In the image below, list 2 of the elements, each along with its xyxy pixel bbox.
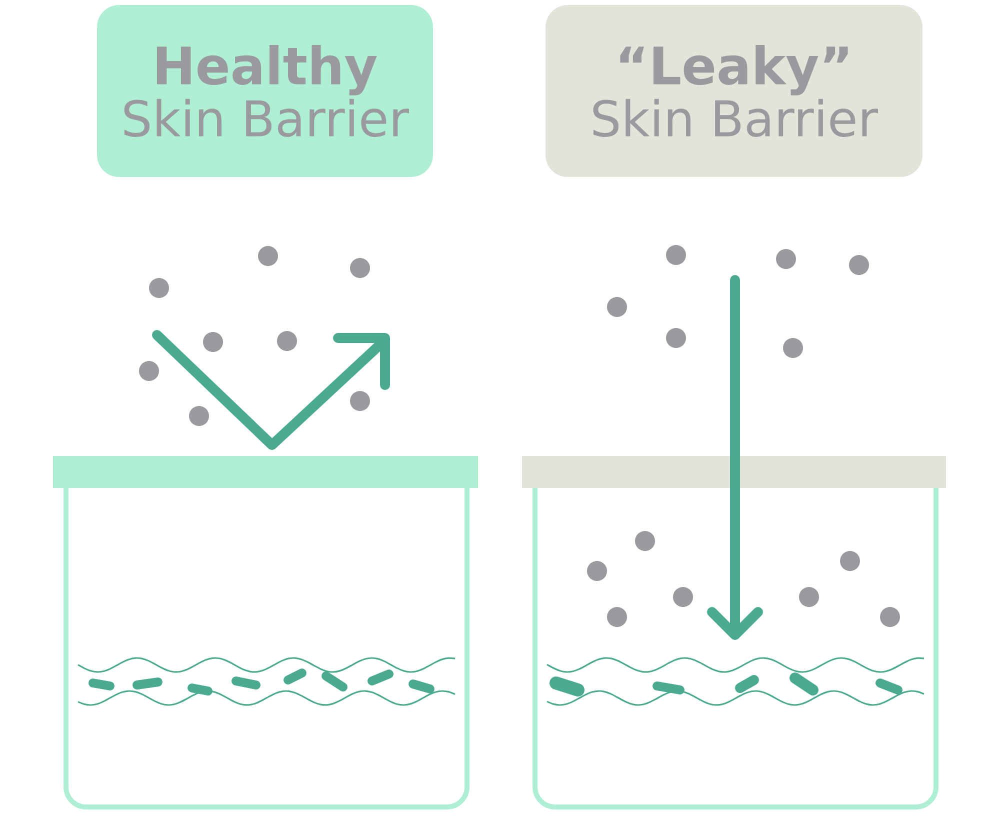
title-box: Healthy Skin Barrier bbox=[97, 5, 433, 177]
title-box: “Leaky” Skin Barrier bbox=[546, 5, 922, 177]
